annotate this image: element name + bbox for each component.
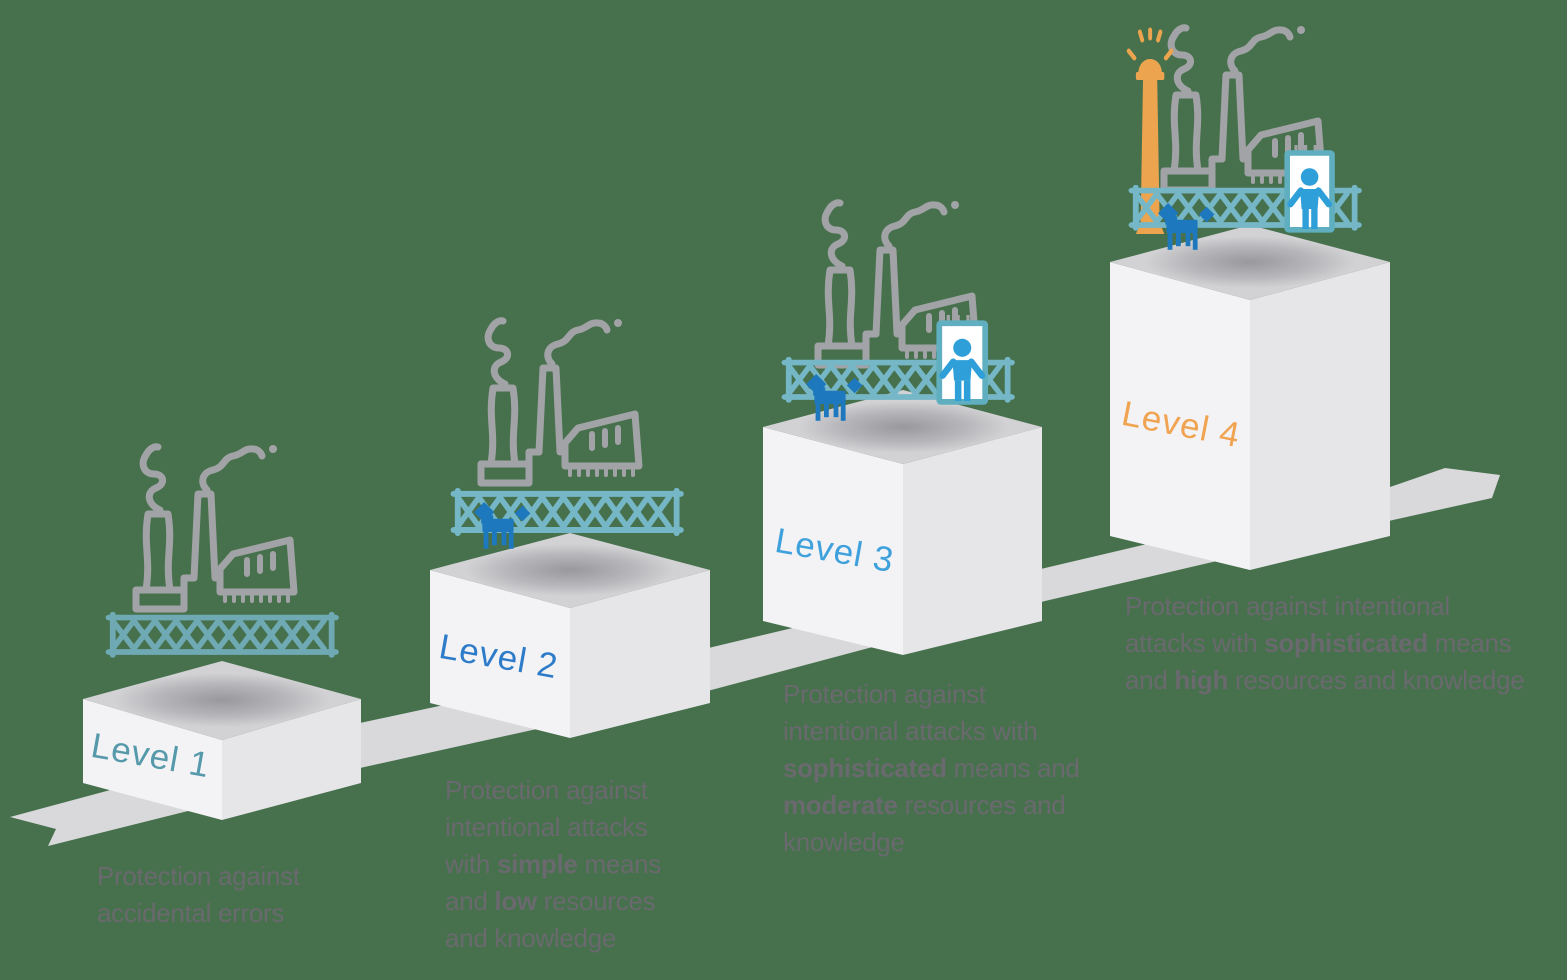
level-1-icons — [109, 445, 336, 655]
factory-icon — [136, 445, 294, 609]
factory-icon — [481, 319, 639, 483]
level-4-icons — [1129, 26, 1359, 250]
guard-booth-icon — [1287, 145, 1332, 230]
fence-icon — [109, 614, 336, 655]
ascending-ramp-arrow — [10, 468, 1500, 846]
level-4-box — [1110, 225, 1390, 570]
level-3-box — [763, 390, 1042, 655]
level-2-box — [430, 533, 710, 738]
guard-booth-icon — [939, 315, 985, 402]
level-3-icons — [785, 201, 1012, 421]
level-2-icons — [454, 319, 681, 549]
level-1-box — [83, 661, 361, 820]
